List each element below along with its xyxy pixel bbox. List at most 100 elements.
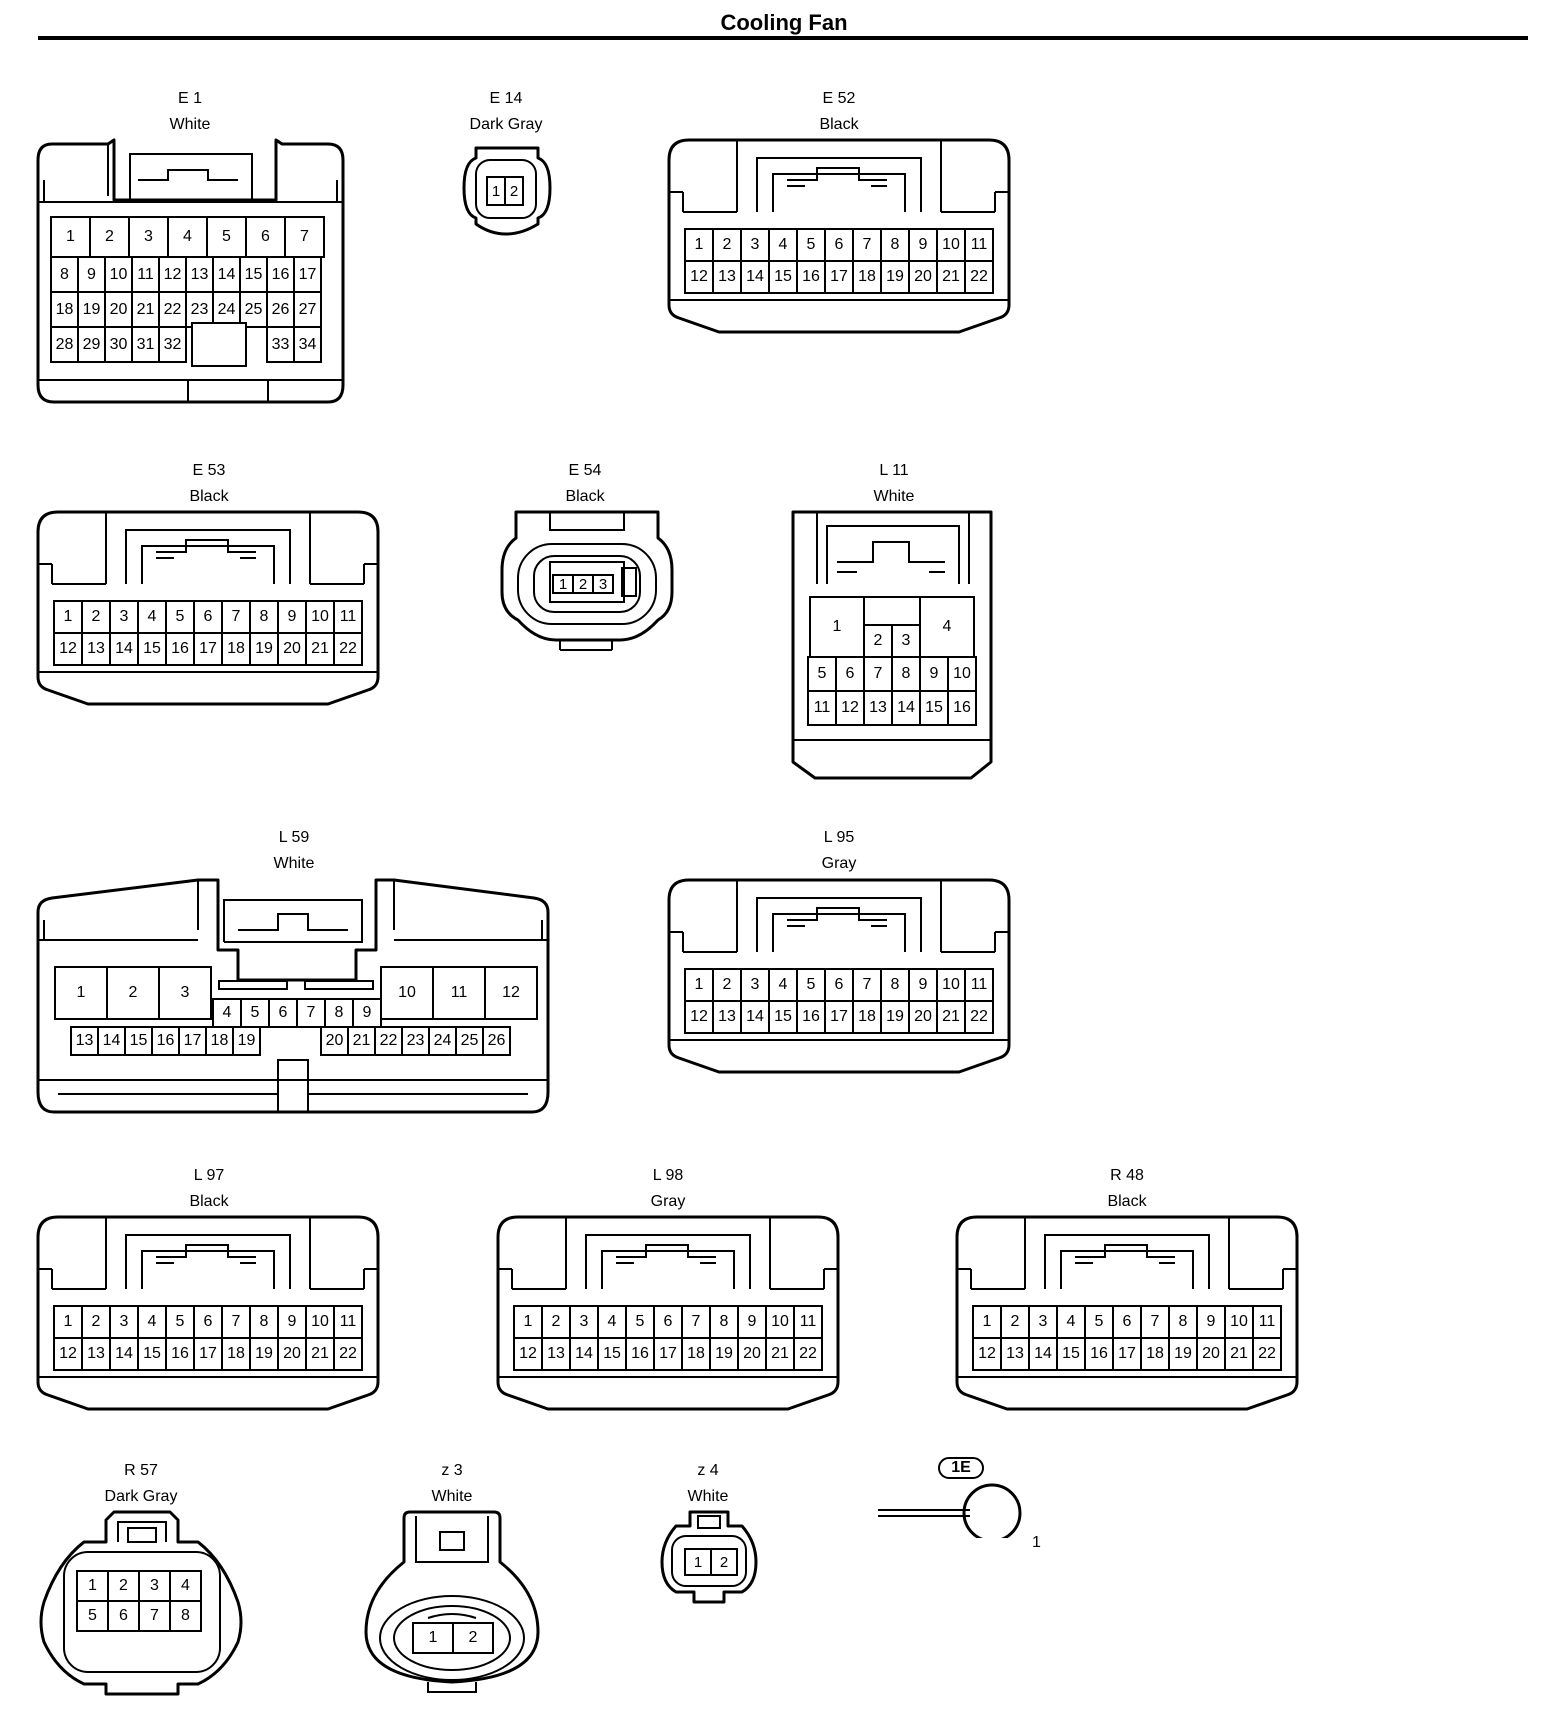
pin-cell: 7 bbox=[138, 1600, 171, 1632]
pin-cell: 2 bbox=[106, 966, 160, 1020]
pin-cell: 7 bbox=[221, 1305, 251, 1339]
pin-cell: 30 bbox=[104, 326, 133, 363]
pin-cell: 16 bbox=[266, 256, 295, 293]
pin-cell: 13 bbox=[712, 1000, 742, 1034]
pin-cell: 4 bbox=[137, 600, 167, 634]
connector-color-label: Black bbox=[819, 116, 859, 133]
pin-cell: 14 bbox=[97, 1026, 126, 1056]
pin-cell: 3 bbox=[891, 624, 921, 658]
pin-cell: 2 bbox=[107, 1570, 140, 1602]
pin-cell: 32 bbox=[158, 326, 187, 363]
pin-cell: 1 bbox=[684, 228, 714, 262]
pin-cell: 5 bbox=[165, 1305, 195, 1339]
pin-cell: 21 bbox=[1224, 1337, 1254, 1371]
pin-cell: 5 bbox=[240, 998, 270, 1028]
pin-cell: 13 bbox=[712, 260, 742, 294]
pin-cell: 7 bbox=[863, 656, 893, 692]
connector-housing bbox=[36, 1215, 380, 1411]
pin-cell: 18 bbox=[852, 1000, 882, 1034]
pin-cell: 21 bbox=[936, 260, 966, 294]
connector-color-label: Gray bbox=[821, 855, 857, 872]
pin-cell: 5 bbox=[807, 656, 837, 692]
connector-color-label: White bbox=[169, 116, 211, 133]
pin-cell: 1 bbox=[412, 1622, 454, 1654]
pin-cell: 4 bbox=[169, 1570, 202, 1602]
pin-cell: 19 bbox=[709, 1337, 739, 1371]
pin-cell: 4 bbox=[1056, 1305, 1086, 1339]
ground-label: 1E bbox=[938, 1457, 984, 1479]
pin-cell: 27 bbox=[293, 291, 322, 328]
pin-cell: 15 bbox=[124, 1026, 153, 1056]
pin-cell: 16 bbox=[165, 1337, 195, 1371]
pin-cell: 16 bbox=[151, 1026, 180, 1056]
pin-cell: 19 bbox=[249, 632, 279, 666]
key-slot bbox=[218, 980, 288, 990]
pin-cell: 2 bbox=[863, 624, 893, 658]
pin-cell: 8 bbox=[249, 600, 279, 634]
pin-cell: 8 bbox=[324, 998, 354, 1028]
connector-id-label: z 4 bbox=[697, 1462, 719, 1479]
pin-cell: 16 bbox=[165, 632, 195, 666]
pin-cell: 4 bbox=[212, 998, 242, 1028]
pin-cell: 7 bbox=[852, 968, 882, 1002]
connector-housing bbox=[462, 146, 552, 236]
pin-cell: 1 bbox=[552, 574, 574, 594]
pin-cell: 1 bbox=[809, 596, 865, 658]
pin-cell: 6 bbox=[653, 1305, 683, 1339]
pin-cell: 19 bbox=[249, 1337, 279, 1371]
pin-cell: 26 bbox=[482, 1026, 511, 1056]
pin-cell: 6 bbox=[193, 1305, 223, 1339]
pin-cell: 4 bbox=[167, 216, 208, 258]
pin-cell: 18 bbox=[852, 260, 882, 294]
pin-cell: 5 bbox=[76, 1600, 109, 1632]
pin-cell: 19 bbox=[880, 260, 910, 294]
pin-cell: 3 bbox=[128, 216, 169, 258]
connector-id-label: E 1 bbox=[177, 90, 202, 107]
pin-cell: 12 bbox=[484, 966, 538, 1020]
pin-cell: 12 bbox=[972, 1337, 1002, 1371]
pin-cell: 6 bbox=[835, 656, 865, 692]
pin-cell: 9 bbox=[908, 228, 938, 262]
pin-cell: 15 bbox=[137, 632, 167, 666]
pin-cell: 17 bbox=[824, 260, 854, 294]
pin-cell: 10 bbox=[947, 656, 977, 692]
pin-cell: 1 bbox=[684, 968, 714, 1002]
pin-cell: 19 bbox=[880, 1000, 910, 1034]
pin-cell: 34 bbox=[293, 326, 322, 363]
connector-color-label: White bbox=[273, 855, 315, 872]
pin-cell: 7 bbox=[284, 216, 325, 258]
pin-cell: 1 bbox=[684, 1548, 712, 1576]
connector-id-label: L 95 bbox=[823, 829, 855, 846]
pin-cell: 15 bbox=[1056, 1337, 1086, 1371]
pin-cell: 8 bbox=[709, 1305, 739, 1339]
pin-cell: 13 bbox=[185, 256, 214, 293]
pin-cell: 20 bbox=[908, 1000, 938, 1034]
connector-housing bbox=[39, 1510, 243, 1696]
pin-cell: 18 bbox=[681, 1337, 711, 1371]
pin-cell: 5 bbox=[796, 228, 826, 262]
pin-cell: 16 bbox=[796, 260, 826, 294]
pin-cell: 13 bbox=[541, 1337, 571, 1371]
pin-cell: 2 bbox=[504, 176, 524, 206]
pin-cell: 4 bbox=[919, 596, 975, 658]
pin-cell: 22 bbox=[964, 1000, 994, 1034]
pin-cell: 12 bbox=[684, 1000, 714, 1034]
pin-cell: 1 bbox=[50, 216, 91, 258]
pin-cell: 7 bbox=[1140, 1305, 1170, 1339]
pin-cell: 9 bbox=[737, 1305, 767, 1339]
connector-color-label: Black bbox=[189, 1193, 229, 1210]
connector-id-label: E 14 bbox=[489, 90, 523, 107]
pin-cell: 12 bbox=[158, 256, 187, 293]
pin-cell: 31 bbox=[131, 326, 160, 363]
pin-cell: 10 bbox=[104, 256, 133, 293]
pin-cell: 11 bbox=[432, 966, 486, 1020]
pin-cell: 2 bbox=[712, 228, 742, 262]
